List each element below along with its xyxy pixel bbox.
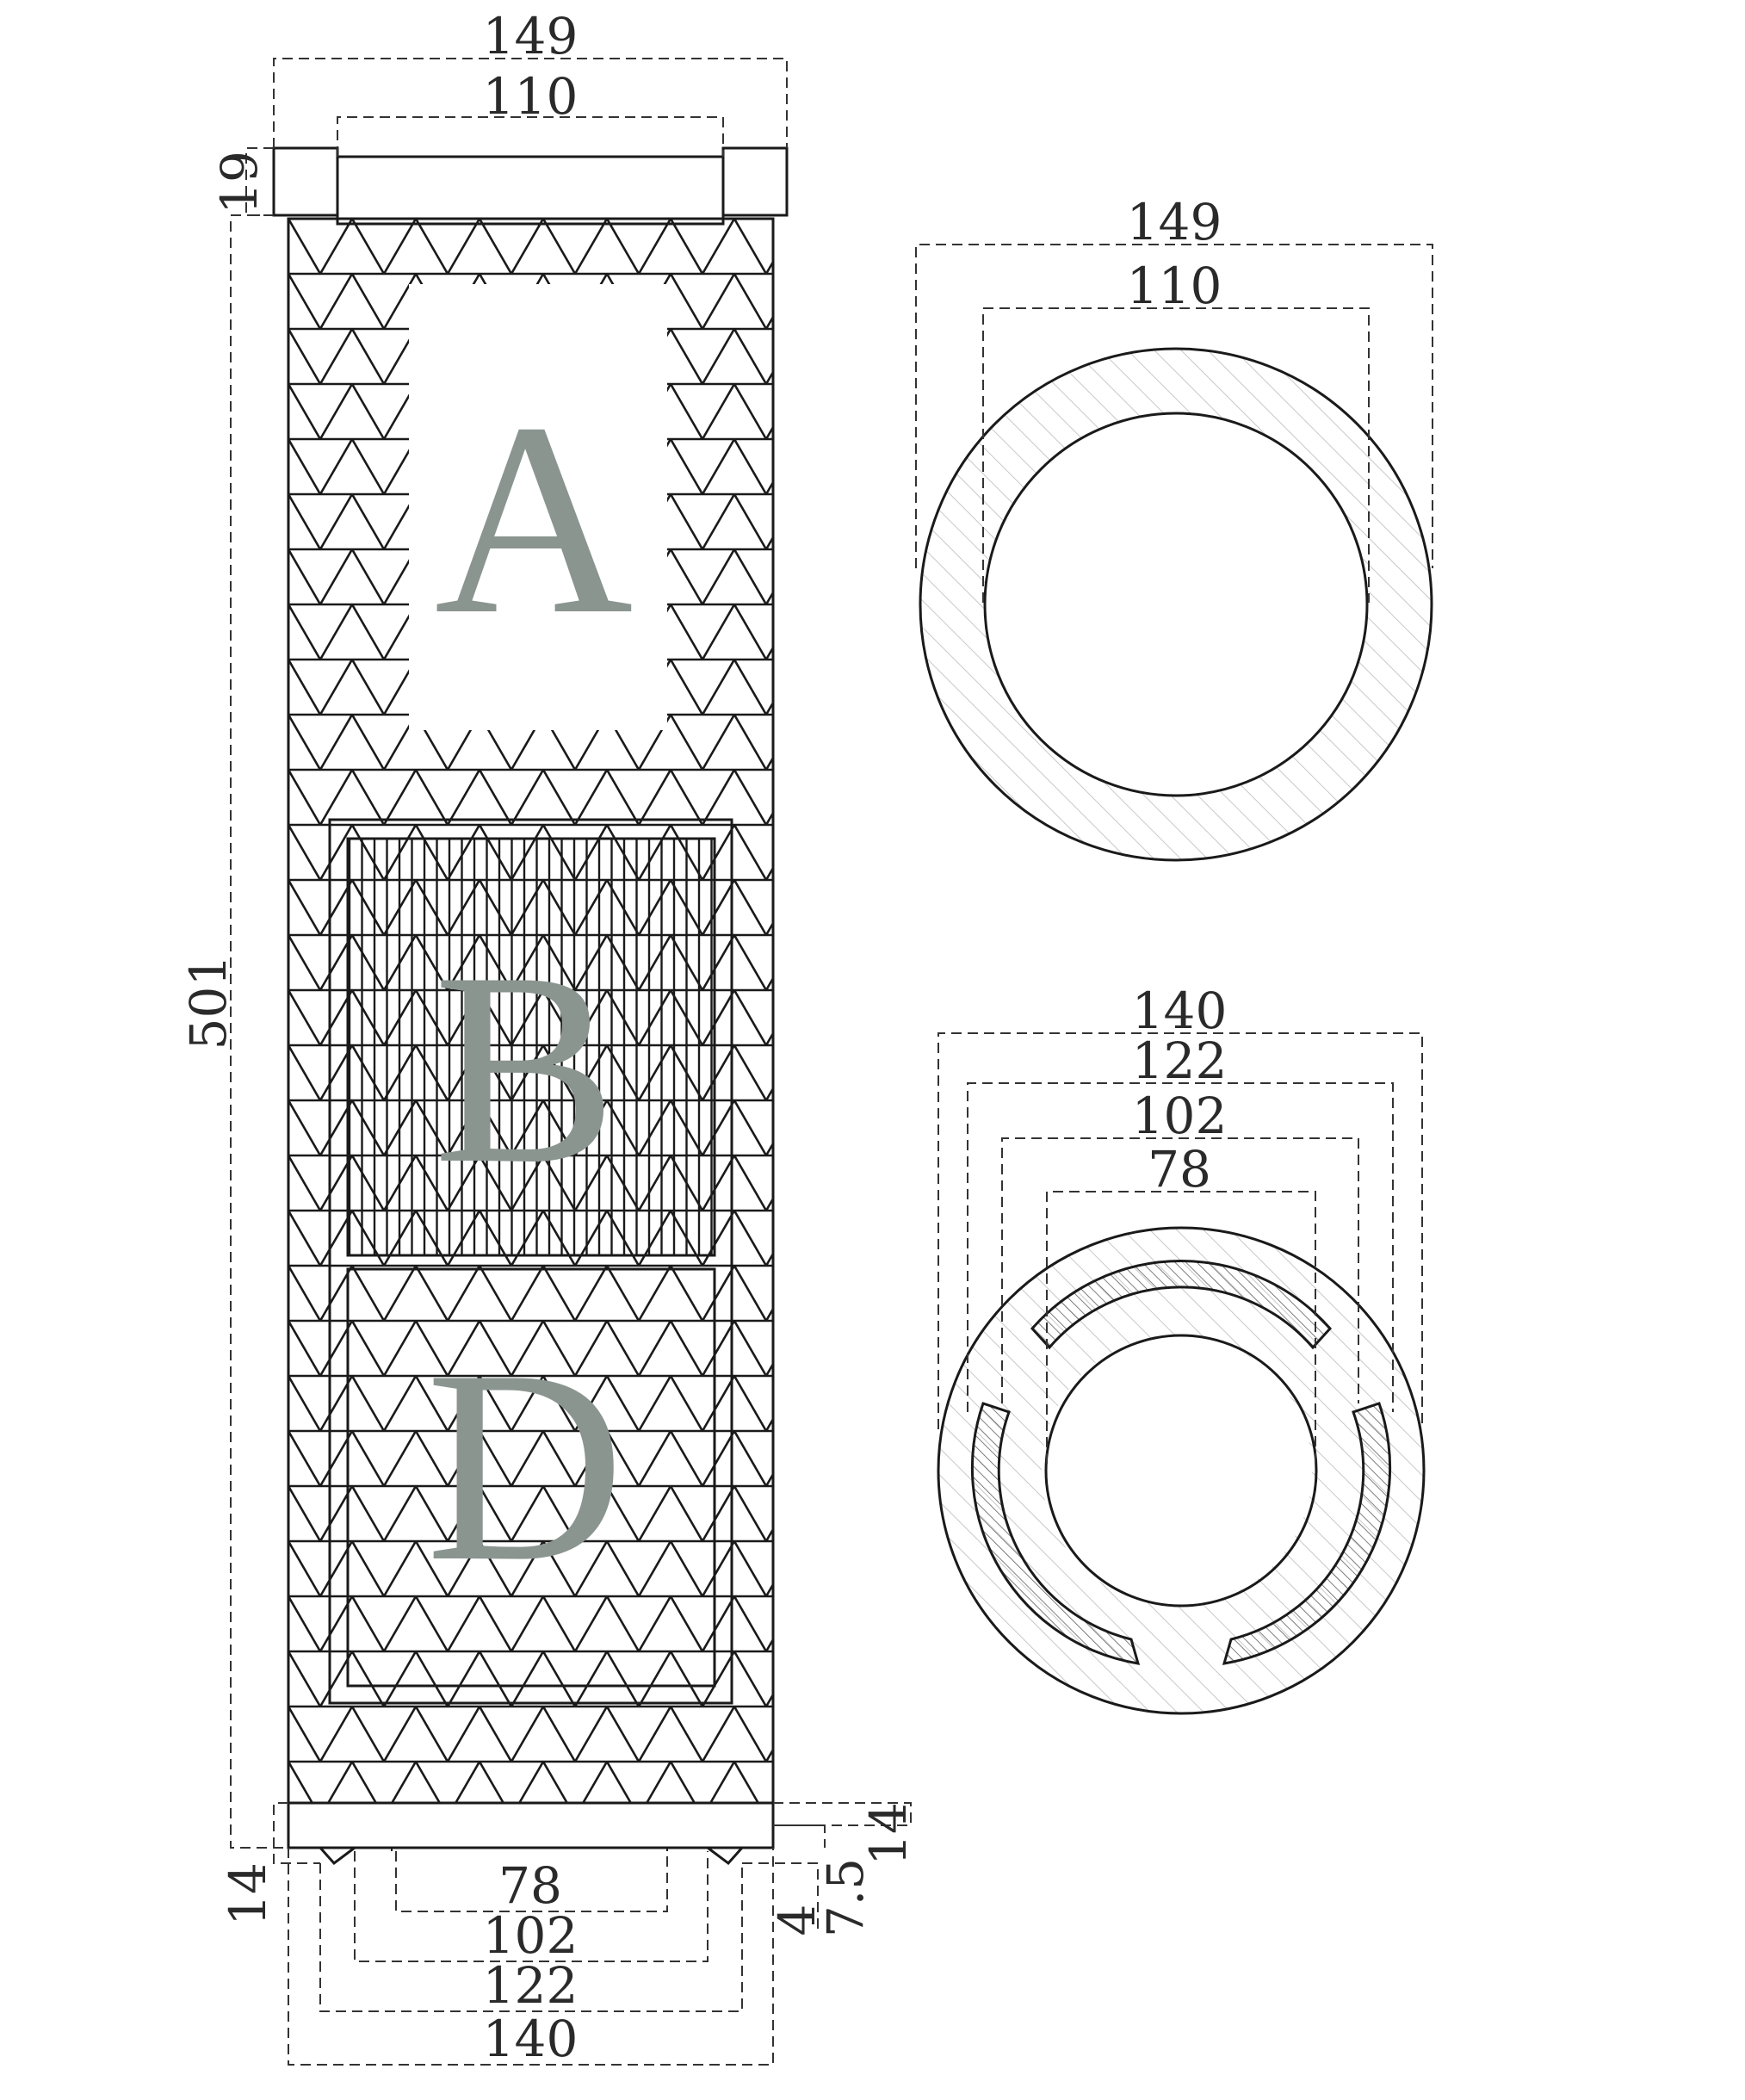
arc-slot-top [1030, 1260, 1333, 1350]
top-view: 149 110 [915, 193, 1433, 862]
dim-top-view-149: 149 [1127, 193, 1222, 251]
dim-small-7-5: 7.5 [816, 1858, 875, 1937]
base [287, 1801, 775, 1866]
section-a-label: A [434, 367, 633, 672]
front-view: A B D 149 [179, 7, 918, 2068]
section-b-label: B [433, 916, 616, 1221]
dim-base-78: 78 [498, 1856, 562, 1915]
arc-slot-right [1222, 1402, 1392, 1665]
dim-bottom-140: 140 [1132, 982, 1228, 1040]
section-d-label: D [425, 1314, 624, 1619]
top-ring [920, 349, 1432, 860]
section-b: B [328, 818, 733, 1705]
section-a: A [409, 284, 667, 730]
arc-slots [970, 1260, 1392, 1665]
bottom-disc-hatch [938, 1228, 1424, 1713]
dim-top-view-110: 110 [1127, 257, 1222, 315]
dim-base-140: 140 [483, 2010, 579, 2068]
arc-slot-left [970, 1402, 1141, 1665]
bottom-view: 140 122 102 78 [937, 982, 1426, 1715]
top-cap [272, 146, 789, 226]
dim-base-122: 122 [483, 1956, 579, 2015]
dim-base-right-14: 14 [859, 1802, 918, 1866]
dim-small-4: 4 [768, 1905, 826, 1936]
dim-bottom-122: 122 [1132, 1031, 1228, 1090]
front-dimensions: 149 110 19 501 14 14 4 7.5 78 [179, 7, 918, 2068]
section-d: D [346, 1267, 716, 1688]
dim-top-110: 110 [483, 67, 579, 126]
dim-base-102: 102 [483, 1906, 579, 1965]
dim-cap-19: 19 [210, 151, 269, 214]
dim-bottom-102: 102 [1132, 1087, 1228, 1145]
dim-base-left-14: 14 [219, 1862, 277, 1926]
dim-bottom-78: 78 [1148, 1140, 1211, 1199]
dim-top-149: 149 [483, 7, 579, 65]
dim-height-501: 501 [179, 955, 238, 1050]
